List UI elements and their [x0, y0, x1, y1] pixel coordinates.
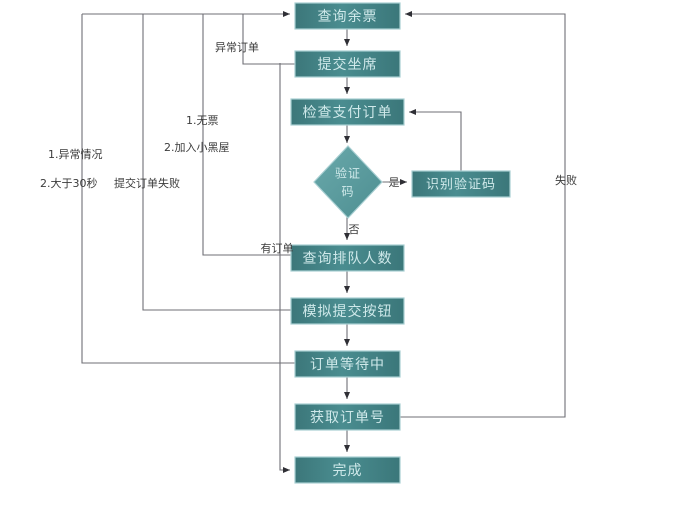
node-label: 查询余票 — [318, 8, 378, 25]
edge-label-failed: 失败 — [555, 173, 577, 187]
edge-n8-top-bus — [81, 14, 295, 364]
node-label: 获取订单号 — [310, 410, 385, 426]
edge-n6-top-bus — [202, 14, 291, 256]
node-captcha-decision[interactable]: 验证 码 — [313, 145, 383, 219]
edge-label-abnormal-order: 异常订单 — [215, 41, 259, 54]
node-check-payment-order[interactable]: 检查支付订单 — [290, 98, 405, 126]
node-label: 识别验证码 — [426, 177, 496, 193]
node-label: 完成 — [333, 463, 363, 479]
note-add-blacklist: 2.加入小黑屋 — [164, 141, 230, 154]
edge-n2-top-bus — [242, 14, 295, 65]
edge-label-no: 否 — [349, 223, 360, 236]
connector-layer — [81, 11, 566, 473]
node-label: 提交坐席 — [318, 56, 378, 73]
node-label-line1: 验证 — [335, 166, 361, 181]
node-query-queue-count[interactable]: 查询排队人数 — [290, 244, 405, 272]
edge-n7-top-bus — [142, 14, 291, 311]
edge-label-has-order: 有订单 — [261, 241, 294, 255]
node-simulate-submit-button[interactable]: 模拟提交按钮 — [290, 297, 405, 325]
edge-label-yes: 是 — [389, 176, 400, 189]
note-over-30-seconds: 2.大于30秒 — [40, 176, 98, 190]
node-label: 查询排队人数 — [303, 251, 393, 267]
node-label: 订单等待中 — [310, 356, 385, 373]
node-get-order-number[interactable]: 获取订单号 — [294, 403, 401, 431]
edge-abnormal-n10 — [279, 63, 290, 473]
note-submit-order-failed: 提交订单失败 — [114, 176, 180, 190]
note-layer: 1.无票 2.加入小黑屋 1.异常情况 2.大于30秒 提交订单失败 — [40, 114, 230, 190]
node-complete[interactable]: 完成 — [294, 456, 401, 484]
node-layer: 查询余票 提交坐席 检查支付订单 验证 码 识别验证码 查询排队人数 — [290, 2, 511, 484]
node-query-remaining-tickets[interactable]: 查询余票 — [294, 2, 401, 30]
note-no-ticket: 1.无票 — [186, 114, 219, 127]
node-label-line2: 码 — [341, 185, 354, 199]
note-abnormal-situation: 1.异常情况 — [48, 148, 103, 161]
edge-n5-n3-return — [409, 109, 462, 171]
node-submit-seat[interactable]: 提交坐席 — [294, 50, 401, 78]
node-recognize-captcha[interactable]: 识别验证码 — [411, 170, 511, 198]
node-label: 模拟提交按钮 — [303, 303, 393, 320]
edge-label-layer: 是 否 有订单 失败 异常订单 — [215, 41, 577, 255]
edge-n9-n1-failure — [400, 11, 566, 418]
node-label: 检查支付订单 — [303, 105, 393, 121]
node-order-waiting[interactable]: 订单等待中 — [294, 350, 401, 378]
